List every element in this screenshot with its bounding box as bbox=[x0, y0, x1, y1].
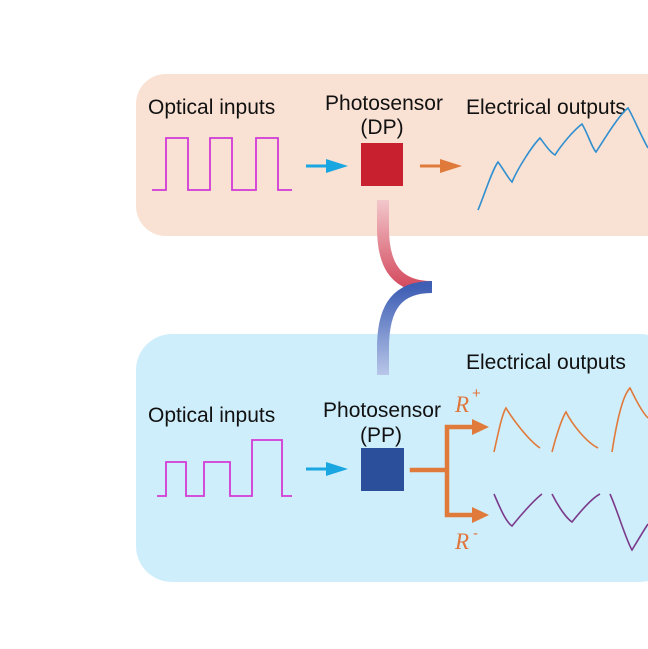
dp-input-arrow bbox=[306, 159, 348, 173]
r-minus-output-waveform bbox=[493, 493, 648, 552]
dp-electrical-output-waveform bbox=[477, 106, 648, 211]
pp-photosensor-block bbox=[361, 448, 404, 491]
merge-connector bbox=[377, 200, 648, 375]
r-plus-output-waveform bbox=[493, 386, 648, 453]
pp-electrical-outputs-label: Electrical outputs bbox=[466, 351, 626, 374]
dp-electrical-outputs-label: Electrical outputs bbox=[466, 96, 626, 119]
pp-optical-inputs-label: Optical inputs bbox=[148, 404, 275, 427]
r-plus-sign: + bbox=[472, 385, 481, 402]
dp-photosensor-type: (DP) bbox=[360, 116, 403, 139]
dp-output-arrow bbox=[420, 159, 462, 173]
pp-photosensor-label: Photosensor bbox=[323, 399, 441, 422]
r-minus-sign: - bbox=[473, 525, 478, 542]
r-plus-symbol: R bbox=[454, 392, 469, 417]
pp-photosensor-type: (PP) bbox=[360, 424, 402, 447]
r-minus-symbol: R bbox=[454, 529, 469, 554]
pp-input-arrow bbox=[306, 462, 348, 476]
pp-optical-input-waveform bbox=[157, 439, 292, 497]
dp-optical-inputs-label: Optical inputs bbox=[148, 96, 275, 119]
dp-optical-input-waveform bbox=[152, 137, 292, 191]
dp-photosensor-block bbox=[361, 143, 403, 186]
dp-photosensor-label: Photosensor bbox=[325, 92, 443, 115]
pp-split-arrow bbox=[409, 419, 489, 523]
